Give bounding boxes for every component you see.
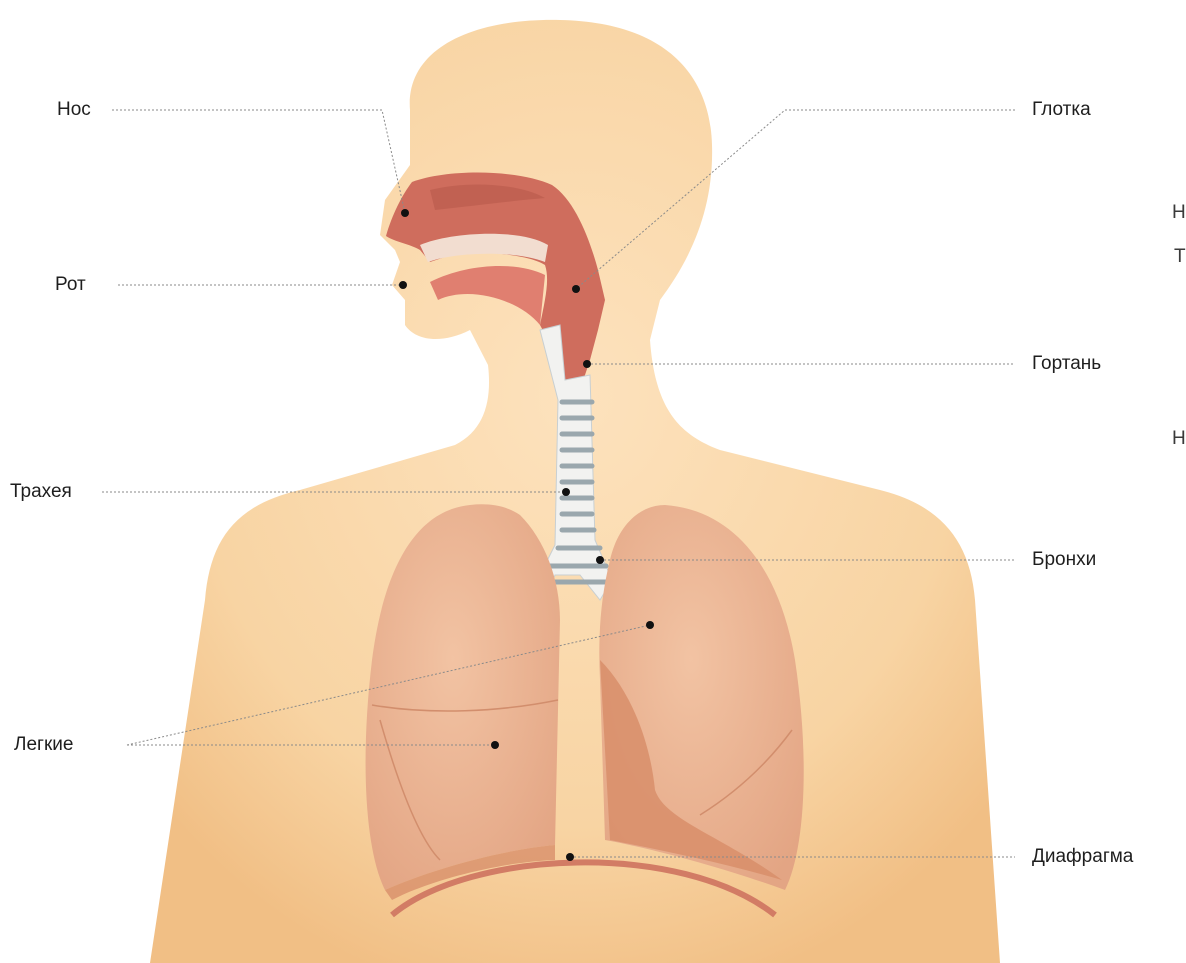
label-diaphragm: Диафрагма (1032, 846, 1133, 868)
label-bronchi: Бронхи (1032, 549, 1096, 571)
dot-trachea (562, 488, 570, 496)
edge-fragment-3: H (1172, 428, 1186, 450)
dot-pharynx (572, 285, 580, 293)
label-mouth: Рот (55, 274, 86, 296)
label-larynx: Гортань (1032, 353, 1101, 375)
dot-diaphragm (566, 853, 574, 861)
edge-fragment-1: H (1172, 202, 1186, 224)
dot-lungs-right (646, 621, 654, 629)
label-pharynx: Глотка (1032, 99, 1091, 121)
label-lungs: Легкие (14, 734, 73, 756)
dot-lungs-left (491, 741, 499, 749)
label-trachea: Трахея (10, 481, 72, 503)
edge-fragment-2: T (1174, 246, 1186, 268)
dot-larynx (583, 360, 591, 368)
label-nose: Нос (57, 99, 91, 121)
leader-nose (112, 110, 405, 213)
dot-bronchi (596, 556, 604, 564)
dot-mouth (399, 281, 407, 289)
dot-nose (401, 209, 409, 217)
